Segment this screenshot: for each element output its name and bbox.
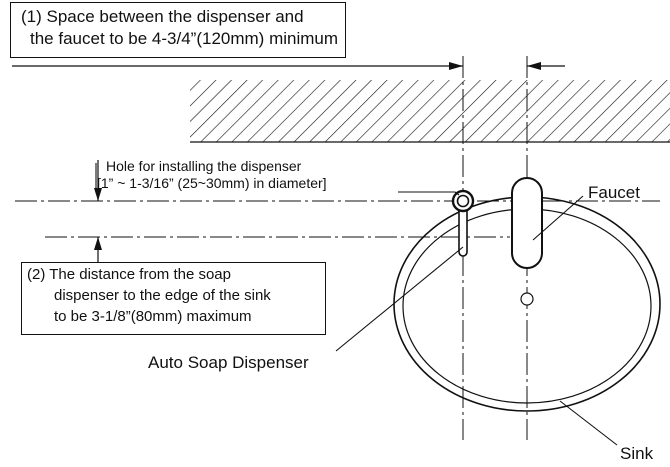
note1-line2: the faucet to be 4-3/4”(120mm) minimum [30, 29, 339, 48]
note2-line3: to be 3-1/8”(80mm) maximum [54, 308, 252, 325]
note1-line1: (1) Space between the dispenser and [21, 7, 304, 26]
sink-label: Sink [620, 444, 654, 463]
dim2-arrow-top [94, 188, 102, 201]
dim1-arrow-left [449, 62, 463, 70]
dispenser-hole-inner [456, 194, 470, 208]
hole-leader [398, 191, 460, 196]
dim1-arrow-right [527, 62, 541, 70]
countertop-hatch [190, 80, 670, 142]
faucet-leader [532, 195, 584, 241]
sink-leader [559, 400, 618, 446]
dispenser-label: Auto Soap Dispenser [148, 353, 309, 372]
note2-line2: dispenser to the edge of the sink [54, 287, 271, 304]
faucet-body [511, 177, 543, 269]
hole-label-line1: Hole for installing the dispenser [106, 158, 302, 174]
note2-line1: (2) The distance from the soap [27, 266, 231, 283]
sink-drain [520, 292, 534, 306]
hole-label-line2: [1” ~ 1-3/16” (25~30mm) in diameter] [97, 175, 327, 191]
note2-box [21, 262, 326, 335]
dispenser-leader [335, 246, 464, 352]
dim2-arrow-bottom [94, 237, 102, 250]
note1-box [10, 2, 346, 58]
faucet-label: Faucet [588, 183, 640, 202]
